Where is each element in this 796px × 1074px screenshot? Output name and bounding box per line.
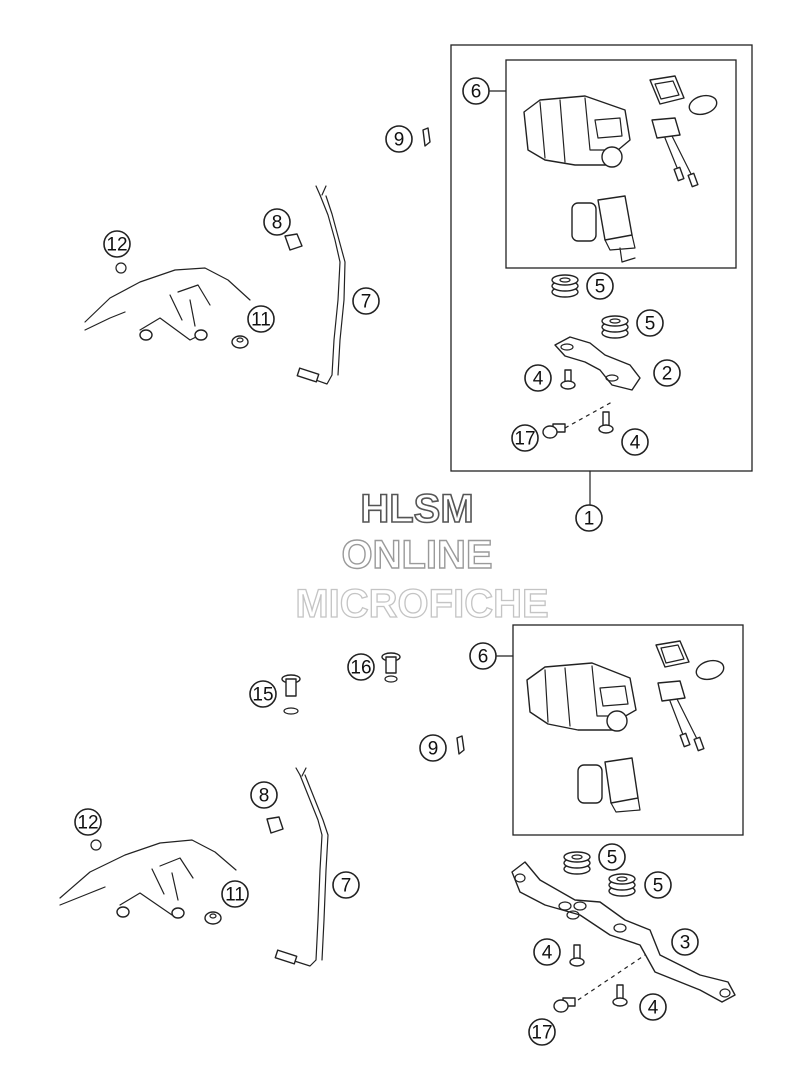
bracket-2: [554, 336, 641, 391]
callout-1-label: 1: [584, 509, 595, 530]
callout-8b: 8: [250, 781, 278, 809]
watermark: HLSM ONLINE MICROFICHE: [295, 486, 550, 626]
grommet-5a: [551, 274, 579, 298]
callout-15-label: 15: [252, 685, 273, 706]
sensor-cable-7-top: [296, 185, 346, 385]
callout-9b-label: 9: [428, 739, 439, 760]
callout-4a: 4: [524, 364, 552, 392]
callout-12b: 12: [74, 808, 102, 836]
grommet-5d: [608, 873, 636, 897]
callout-6b: 6: [469, 642, 497, 670]
screw-4b: [598, 411, 614, 434]
callout-17a: 17: [511, 424, 539, 452]
bracket-3: [511, 861, 736, 1003]
top-assembly: [84, 44, 753, 506]
connector-bottom: [657, 680, 705, 752]
callout-16-label: 16: [350, 658, 371, 679]
assembly-1-frame: [450, 44, 753, 472]
callout-8a-label: 8: [272, 213, 283, 234]
fork-crown-bottom: [59, 839, 237, 919]
callout-16: 16: [347, 653, 375, 681]
clip-9-bottom: [456, 735, 465, 755]
leader-lines: [489, 90, 514, 657]
ring-12-top: [115, 262, 127, 274]
callout-5c: 5: [598, 843, 626, 871]
watermark-line-3: MICROFICHE: [295, 582, 548, 626]
callout-7a-label: 7: [361, 292, 372, 313]
nut-11-top: [231, 335, 249, 349]
callout-4b-label: 4: [630, 433, 641, 454]
callout-5a-label: 5: [595, 277, 606, 298]
callout-4d-label: 4: [648, 998, 659, 1019]
callout-2: 2: [653, 359, 681, 387]
holder-8-bottom: [266, 816, 284, 834]
callout-12a-label: 12: [106, 235, 127, 256]
bolt-15: [281, 674, 301, 715]
callout-5b: 5: [636, 309, 664, 337]
clip-9-top: [422, 127, 431, 147]
callout-9a-label: 9: [394, 130, 405, 151]
callout-17a-label: 17: [514, 429, 535, 450]
callout-9b: 9: [419, 734, 447, 762]
callout-11b-label: 11: [225, 885, 245, 906]
callout-4b: 4: [621, 428, 649, 456]
watermark-line-2: ONLINE: [341, 533, 492, 577]
grommet-5c: [563, 851, 591, 875]
callout-4c: 4: [533, 938, 561, 966]
switch-housing-bottom: [526, 662, 637, 732]
callout-1: 1: [575, 504, 603, 532]
bottom-assembly: [59, 624, 744, 1013]
callout-5b-label: 5: [645, 314, 656, 335]
callout-12a: 12: [103, 230, 131, 258]
callout-17b-label: 17: [531, 1023, 552, 1044]
screw-4a: [560, 369, 576, 390]
watermark-line-1: HLSM: [360, 487, 473, 531]
holder-8-top: [284, 233, 303, 251]
sensor-cable-7-bottom: [274, 767, 329, 967]
callout-11a: 11: [247, 305, 275, 333]
callout-7a: 7: [352, 287, 380, 315]
callout-6b-label: 6: [478, 647, 489, 668]
group-6-frame-top: [505, 59, 737, 269]
bolt-16: [381, 652, 401, 683]
relay-block-bottom: [577, 757, 641, 813]
callout-8a: 8: [263, 208, 291, 236]
callout-5c-label: 5: [607, 848, 618, 869]
connector-top: [651, 117, 699, 188]
screw-4d: [612, 984, 628, 1007]
nut-11-bottom: [204, 911, 222, 925]
callout-5a: 5: [586, 272, 614, 300]
display-unit-bottom: [655, 640, 725, 681]
switch-housing-top: [523, 95, 631, 168]
callout-5d: 5: [644, 871, 672, 899]
display-unit-top: [649, 75, 718, 116]
relay-block-top: [571, 195, 636, 263]
callout-2-label: 2: [662, 364, 673, 385]
callout-8b-label: 8: [259, 786, 270, 807]
callout-7b-label: 7: [341, 876, 352, 897]
bolt-17b: [553, 997, 576, 1013]
callout-15: 15: [249, 680, 277, 708]
callout-11a-label: 11: [251, 310, 271, 331]
callout-4a-label: 4: [533, 369, 544, 390]
screw-4c: [569, 944, 585, 967]
callout-3-label: 3: [680, 933, 691, 954]
callout-12b-label: 12: [77, 813, 98, 834]
callout-7b: 7: [332, 871, 360, 899]
callout-5d-label: 5: [653, 876, 664, 897]
callout-11b: 11: [221, 880, 249, 908]
callout-4c-label: 4: [542, 943, 553, 964]
bolt-17a: [542, 423, 566, 439]
callout-17b: 17: [528, 1018, 556, 1046]
fork-crown-top: [84, 267, 251, 341]
grommet-5b: [601, 315, 629, 339]
callout-6a-label: 6: [471, 82, 482, 103]
callout-9a: 9: [385, 125, 413, 153]
callout-4d: 4: [639, 993, 667, 1021]
callout-3: 3: [671, 928, 699, 956]
ring-12-bottom: [90, 839, 102, 851]
callout-6a: 6: [462, 77, 490, 105]
group-6-frame-bottom: [512, 624, 744, 836]
